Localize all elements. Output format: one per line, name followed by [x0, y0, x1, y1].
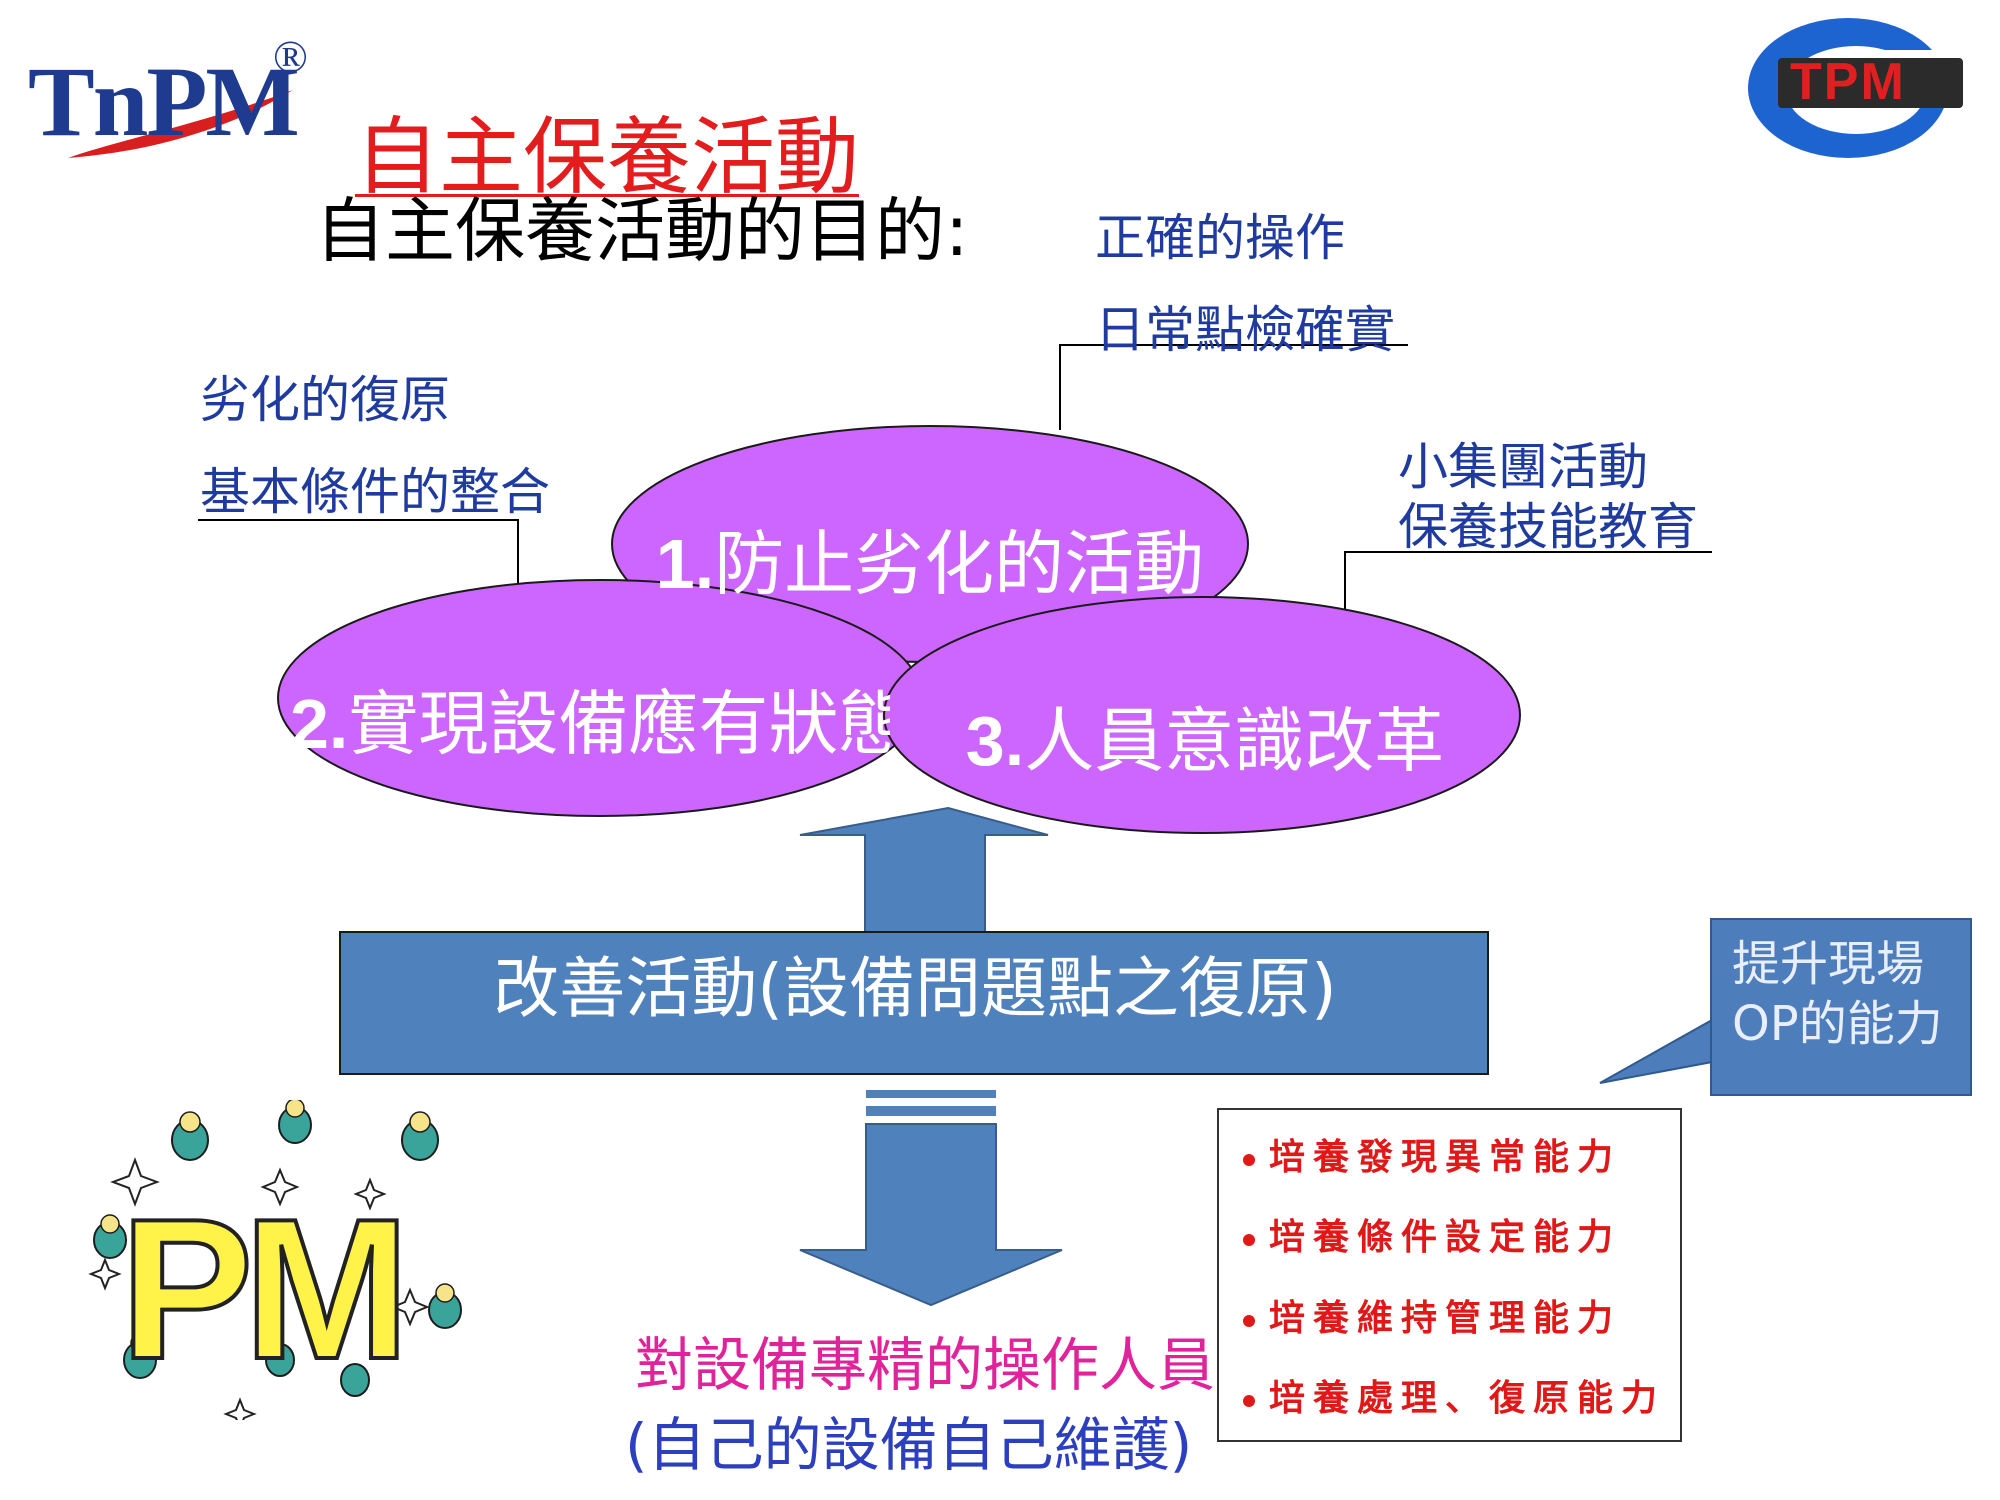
ellipse-1-label: 1.防止劣化的活動	[630, 508, 1230, 609]
ellipse-2-label: 2.實現設備應有狀態	[290, 668, 890, 769]
pm-illustration-graphic	[88, 1098, 462, 1431]
abilities-box: 培養發現異常能力 培養條件設定能力 培養維持管理能力 培養處理、復原能力	[1217, 1108, 1682, 1442]
improvement-label: 改善活動(設備問題點之復原)	[493, 950, 1337, 1027]
ability-item-1: 培養發現異常能力	[1243, 1128, 1621, 1180]
note-leader-right	[1344, 551, 1712, 612]
ability-item-1-text: 培養發現異常能力	[1269, 1136, 1622, 1178]
down-arrow	[799, 1123, 1063, 1307]
logo-swoosh-icon	[68, 90, 293, 158]
ability-item-4: 培養處理、復原能力	[1243, 1369, 1665, 1421]
result-title: 對設備專精的操作人員	[635, 1331, 1216, 1399]
tpm-logo: TPM	[1738, 10, 1968, 160]
ellipse-2-num: 2.	[290, 685, 349, 763]
ellipse-3-num: 3.	[965, 702, 1025, 780]
note-leader-left	[198, 519, 519, 585]
bullet-icon	[1243, 1154, 1255, 1166]
note-top-2: 日常點檢確實	[1095, 301, 1395, 359]
note-leader-top	[1059, 344, 1408, 430]
op-callout-pointer	[1599, 1018, 1713, 1084]
tnpm-logo: TnPM ®	[28, 30, 308, 170]
purpose-heading: 自主保養活動的目的:	[315, 190, 969, 272]
note-right-2: 保養技能教育	[1398, 498, 1698, 556]
note-left-2: 基本條件的整合	[200, 463, 550, 521]
tpm-logo-text: TPM	[1790, 53, 1906, 111]
op-callout-line-1: 提升現場	[1732, 936, 1925, 992]
ability-item-3-text: 培養維持管理能力	[1269, 1297, 1622, 1339]
ellipse-1-num: 1.	[655, 525, 715, 603]
note-right-1: 小集團活動	[1398, 438, 1648, 496]
bullet-icon	[1243, 1234, 1255, 1246]
ability-item-2-text: 培養條件設定能力	[1269, 1216, 1622, 1258]
down-arrow-stripe-1	[866, 1090, 996, 1098]
ellipse-3	[883, 596, 1521, 834]
note-left-1: 劣化的復原	[200, 371, 450, 429]
ellipse-1-text: 防止劣化的活動	[714, 523, 1205, 605]
tnpm-logo-text: TnPM	[28, 46, 300, 157]
up-arrow	[799, 806, 1049, 936]
ability-item-3: 培養維持管理能力	[1243, 1289, 1621, 1341]
ability-item-2: 培養條件設定能力	[1243, 1208, 1621, 1260]
improvement-box	[339, 931, 1489, 1075]
bullet-icon	[1243, 1315, 1255, 1327]
op-callout: 提升現場 OP的能力	[1710, 918, 1972, 1096]
pm-letters: PM	[118, 1178, 412, 1401]
down-arrow-stripe-2	[866, 1106, 996, 1116]
ellipse-3-label: 3.人員意識改革	[920, 685, 1490, 786]
worker-figures	[93, 1106, 462, 1397]
bullet-icon	[1243, 1395, 1255, 1407]
pm-workers-illustration: PM	[80, 1098, 500, 1431]
result-subtitle: (自己的設備自己維護)	[625, 1411, 1193, 1479]
registered-mark: ®	[273, 31, 308, 82]
ellipse-3-text: 人員意識改革	[1024, 700, 1445, 782]
op-callout-line-2: OP的能力	[1732, 996, 1943, 1052]
page-title: 自主保養活動	[355, 108, 860, 206]
ability-item-4-text: 培養處理、復原能力	[1269, 1377, 1666, 1419]
note-top-1: 正確的操作	[1095, 209, 1345, 267]
ellipse-2-text: 實現設備應有狀態	[348, 683, 890, 765]
